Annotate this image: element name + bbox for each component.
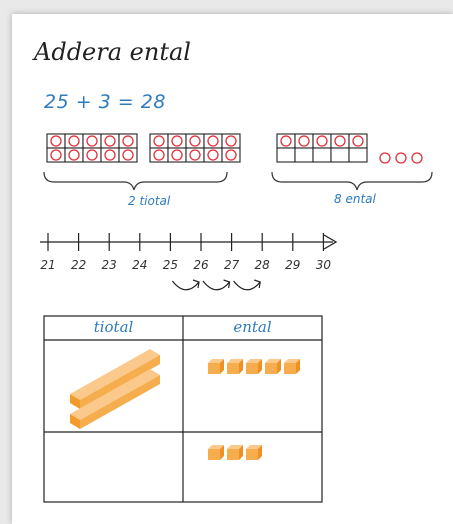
counter-circle xyxy=(207,135,219,147)
jump-arrows xyxy=(171,279,261,291)
counter-circle xyxy=(298,135,310,147)
tick-label: 25 xyxy=(162,258,179,272)
counter-circle xyxy=(86,149,98,161)
counter-circle xyxy=(153,135,165,147)
tick-label: 21 xyxy=(40,258,56,272)
jump-arc xyxy=(202,280,231,291)
counter-circle xyxy=(189,135,201,147)
number-line xyxy=(40,233,338,251)
frame-cell xyxy=(294,147,314,163)
counter-circle xyxy=(225,135,237,147)
ones-cubes-row-2 xyxy=(208,445,262,460)
unit-cube xyxy=(227,359,243,363)
jump-arc xyxy=(233,280,261,291)
ten-frame-3 xyxy=(276,133,368,163)
worksheet-card xyxy=(12,14,453,524)
tick-label: 28 xyxy=(254,258,270,272)
counter-circle xyxy=(104,149,116,161)
tens-label: 2 tiotal xyxy=(128,194,171,208)
extra-counter-circle xyxy=(395,152,407,164)
frame-cell xyxy=(330,147,350,163)
counter-circle xyxy=(189,149,201,161)
counter-circle xyxy=(334,135,346,147)
counter-circle xyxy=(207,149,219,161)
counter-circle xyxy=(171,149,183,161)
frame-cell xyxy=(348,147,368,163)
tick-label: 30 xyxy=(315,258,332,272)
place-value-table xyxy=(43,315,323,503)
equation: 25 + 3 = 28 xyxy=(44,91,166,113)
counter-circle xyxy=(225,149,237,161)
counter-circle xyxy=(50,135,62,147)
header-ental: ental xyxy=(233,318,272,336)
page-title: Addera ental xyxy=(34,38,191,66)
tick-label: 22 xyxy=(70,258,87,272)
jump-arrowhead xyxy=(192,279,200,289)
extra-counter-circle xyxy=(411,152,423,164)
counter-circle xyxy=(153,149,165,161)
counter-circle xyxy=(352,135,364,147)
jump-arrowhead xyxy=(254,279,261,289)
counter-circle xyxy=(86,135,98,147)
counter-circle xyxy=(171,135,183,147)
tick-label: 27 xyxy=(223,258,240,272)
unit-cube xyxy=(227,445,243,449)
counter-circle xyxy=(104,135,116,147)
extra-circles xyxy=(379,152,423,164)
tick-label: 29 xyxy=(285,258,301,272)
unit-cube xyxy=(265,359,281,363)
tick-label: 23 xyxy=(101,258,117,272)
ones-brace xyxy=(271,171,433,191)
extra-counter-circle xyxy=(379,152,391,164)
header-tiotal: tiotal xyxy=(93,318,134,336)
unit-cube xyxy=(208,359,224,363)
ten-frame-2 xyxy=(149,133,241,163)
counter-circle xyxy=(280,135,292,147)
frame-cell xyxy=(118,147,138,163)
unit-cube xyxy=(246,359,262,363)
tick-label: 26 xyxy=(193,258,209,272)
counter-circle xyxy=(68,149,80,161)
unit-cube xyxy=(246,445,262,449)
counter-circle xyxy=(122,149,134,161)
frame-cell xyxy=(312,147,332,163)
jump-arc xyxy=(171,280,200,291)
unit-cube xyxy=(284,359,300,363)
frame-cell xyxy=(221,147,241,163)
jump-arrowhead xyxy=(223,279,231,289)
counter-circle xyxy=(316,135,328,147)
counter-circle xyxy=(68,135,80,147)
counter-circle xyxy=(122,135,134,147)
ones-label: 8 ental xyxy=(334,192,376,206)
counter-circle xyxy=(50,149,62,161)
ten-frame-1 xyxy=(46,133,138,163)
ones-cubes-row-1 xyxy=(208,359,300,374)
tens-rod-1 xyxy=(70,349,160,409)
tens-rod-2 xyxy=(70,369,160,429)
tick-label: 24 xyxy=(132,258,148,272)
unit-cube xyxy=(208,445,224,449)
frame-cell xyxy=(276,147,296,163)
tens-brace xyxy=(43,171,228,191)
